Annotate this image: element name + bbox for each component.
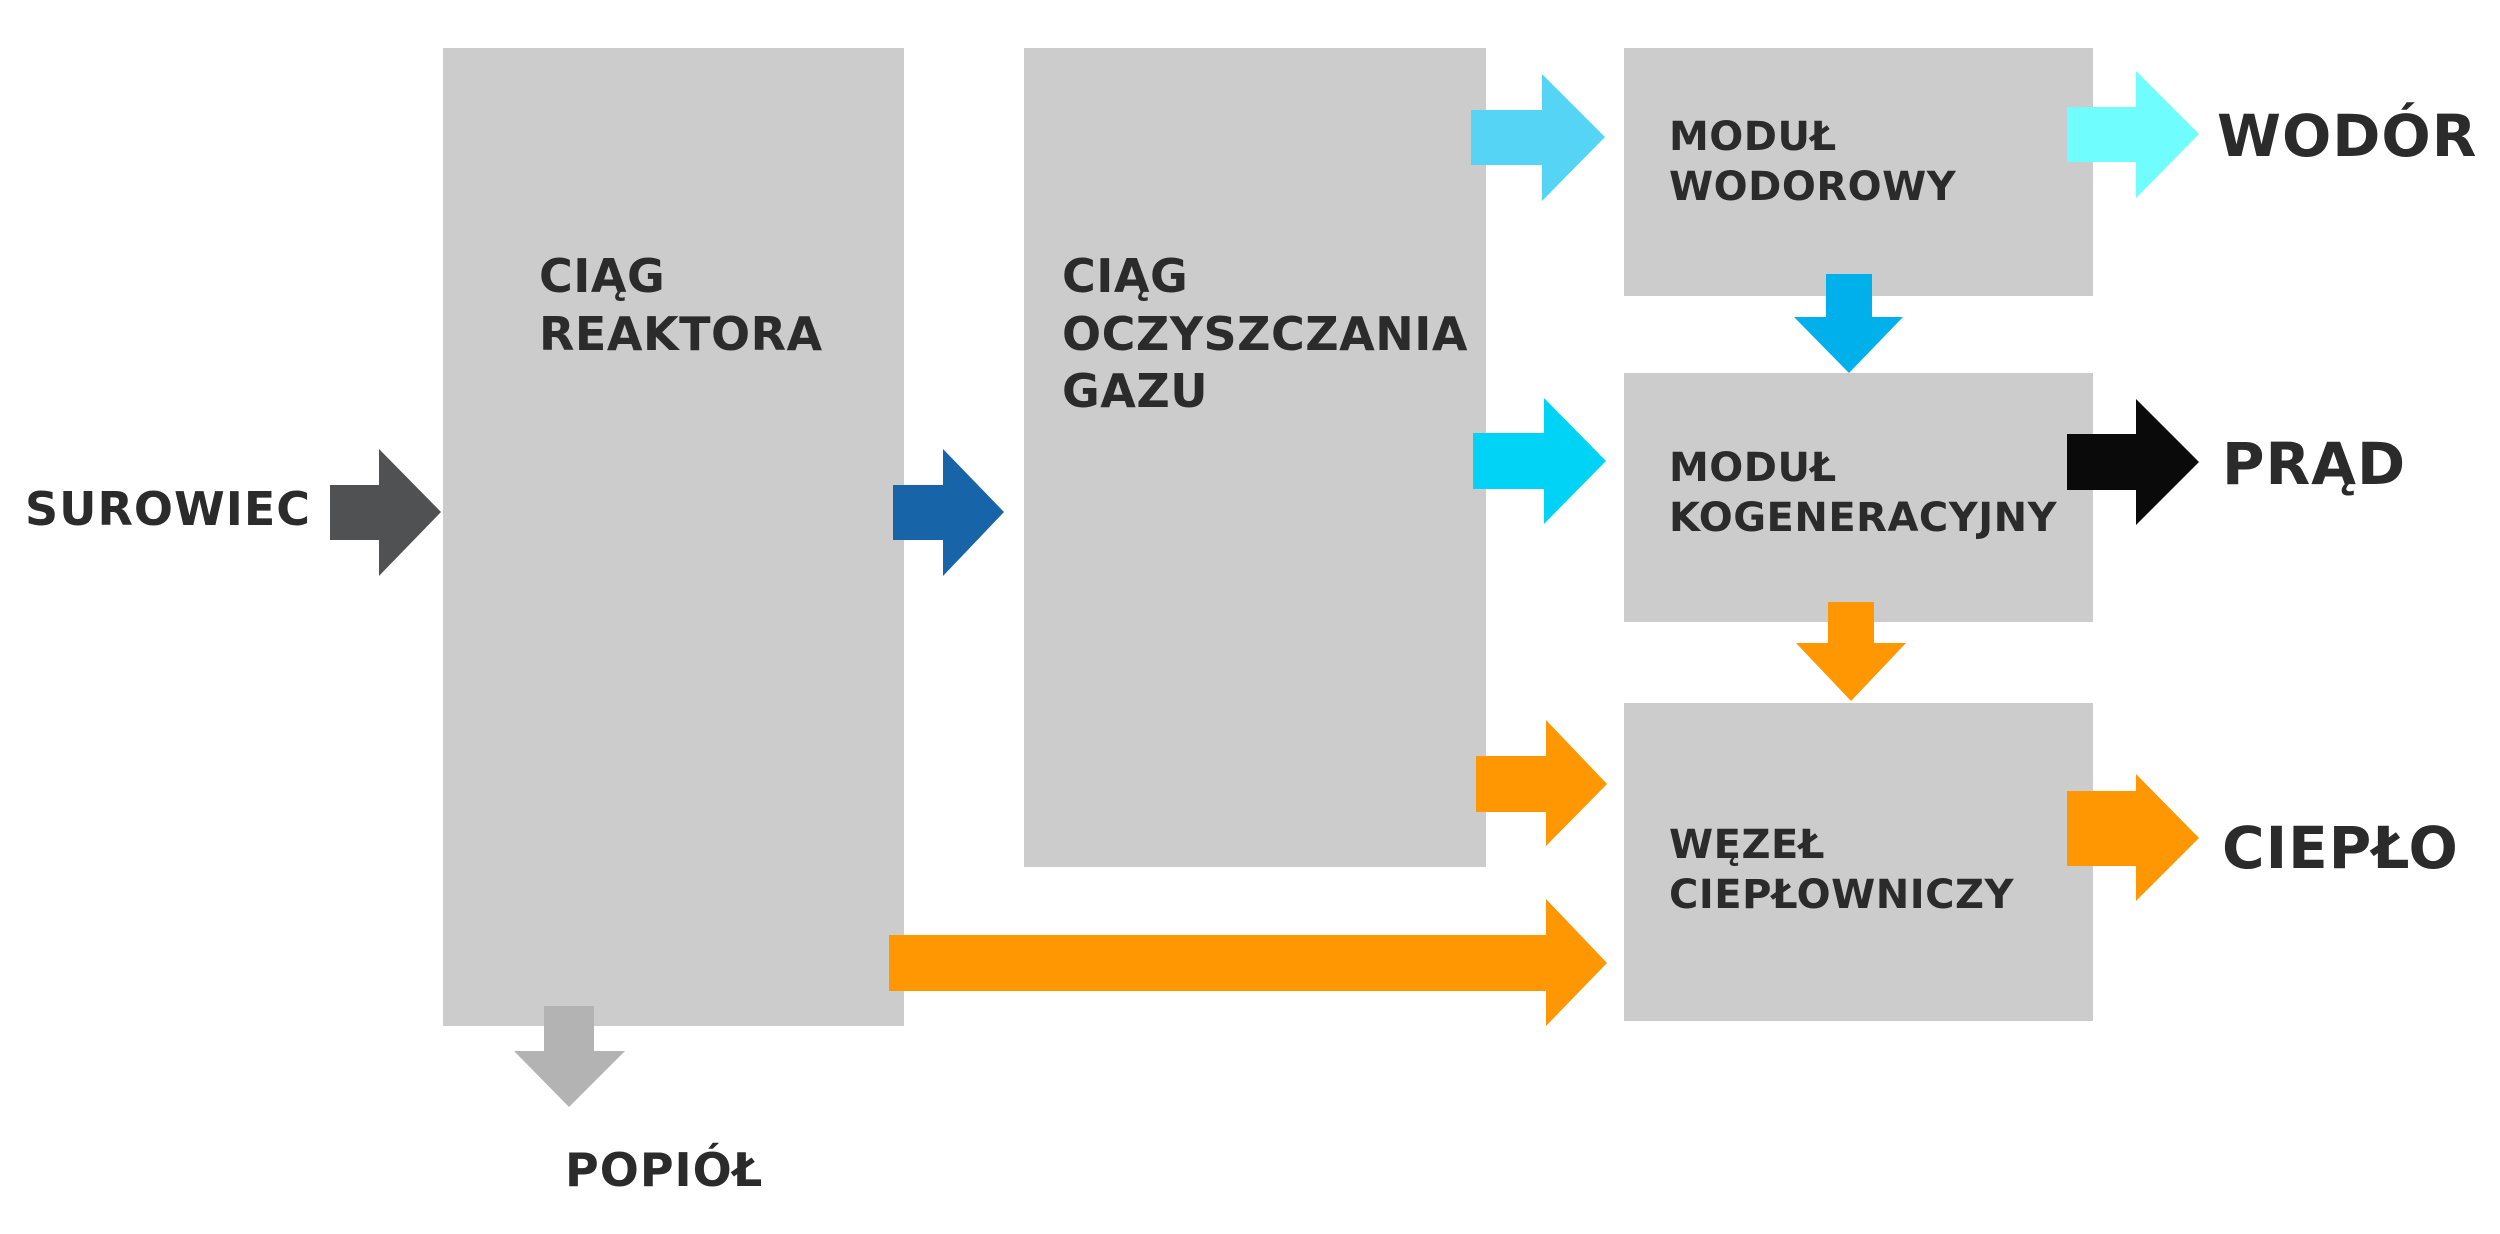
gas-cleaning-box [1024, 48, 1486, 867]
reactor-label: CIĄG REAKTORA [539, 249, 823, 361]
hydrogen-output-label: WODÓR [2217, 102, 2478, 170]
hydrogen-module-label: MODUŁ WODOROWY [1669, 114, 1957, 210]
heat-output-label: CIEPŁO [2222, 814, 2459, 882]
electricity-output-label: PRĄD [2222, 430, 2407, 498]
gas-to-chp-arrow-icon [1473, 398, 1606, 524]
heat-node-label: WĘZEŁ CIEPŁOWNICZY [1669, 822, 2014, 918]
feedstock-label: SUROWIEC [25, 482, 312, 536]
heat-from-cleaning-arrow-icon [1476, 720, 1607, 846]
feedstock-arrow-icon [330, 449, 441, 576]
heat-output-arrow-icon [2067, 774, 2199, 901]
chp-to-heat-down-arrow-icon [1796, 602, 1906, 701]
heat-from-reactor-arrow-icon [889, 899, 1607, 1026]
hydrogen-out-arrow-icon [2067, 71, 2199, 198]
reactor-box [443, 48, 904, 1026]
ash-down-arrow-icon [514, 1006, 625, 1107]
chp-module-box [1624, 373, 2093, 622]
chp-module-label: MODUŁ KOGENERACYJNY [1669, 445, 2058, 541]
hydrogen-module-box [1624, 48, 2093, 296]
hydrogen-in-arrow-icon [1471, 74, 1605, 201]
gas-cleaning-label: CIĄG OCZYSZCZANIA GAZU [1062, 249, 1468, 418]
hydrogen-down-arrow-icon [1794, 274, 1903, 373]
heat-node-box [1624, 703, 2093, 1021]
ash-label: POPIÓŁ [565, 1143, 764, 1197]
electricity-arrow-icon [2067, 399, 2199, 525]
gas-arrow-icon [893, 449, 1004, 576]
